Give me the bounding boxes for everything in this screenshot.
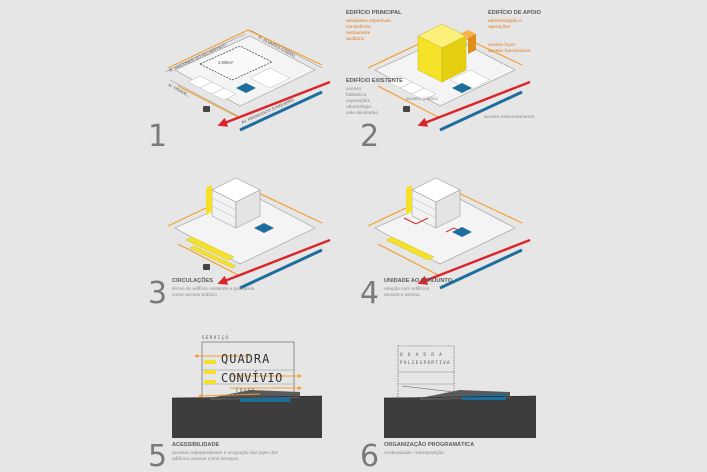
panel-caption: como acesso público bbox=[172, 292, 217, 298]
panel-caption: continuidade / sobreposição bbox=[384, 450, 444, 456]
foyer-label: acesso funcionários bbox=[488, 48, 531, 54]
panel-4: UNIDADE AO CONJUNTO relação com edifício… bbox=[360, 177, 531, 311]
panel-number: 2 bbox=[360, 119, 379, 154]
site-plan bbox=[367, 177, 531, 290]
bus-icon bbox=[203, 264, 210, 270]
bus-icon bbox=[403, 106, 410, 112]
existente-item: acesso bbox=[346, 87, 362, 92]
panel-title: CIRCULAÇÕES bbox=[172, 277, 213, 284]
panel-3: CIRCULAÇÕES térreo do edifício existente… bbox=[148, 177, 331, 311]
existente-item: sala atividades bbox=[346, 110, 378, 116]
panel-number: 1 bbox=[148, 119, 167, 154]
principal-title: EDIFÍCIO PRINCIPAL bbox=[346, 8, 402, 16]
bus-icon bbox=[203, 106, 210, 112]
acesso-publico-label: acesso público bbox=[406, 96, 438, 102]
panel-number: 4 bbox=[360, 276, 379, 311]
principal-item: restaurante bbox=[346, 30, 371, 36]
apoio-item: administração e bbox=[488, 18, 522, 24]
panel-title: UNIDADE AO CONJUNTO bbox=[384, 278, 453, 284]
panel-5: SERVIÇO QUADRA CONVÍVIO FOYER ACESSO PÚB… bbox=[148, 335, 323, 472]
site-plan bbox=[167, 177, 331, 290]
principal-item: atividades esportivas bbox=[346, 18, 391, 24]
apoio-item: operações bbox=[488, 24, 511, 30]
panel-number: 6 bbox=[360, 439, 379, 472]
panel-caption: acessos independentes e ocupação das laj… bbox=[172, 450, 278, 456]
acesso-estacionamento-label: acesso estacionamento bbox=[484, 114, 535, 120]
quadra-label: Q U A D R A bbox=[400, 352, 443, 357]
panel-title: ORGANIZAÇÃO PROGRAMÁTICA bbox=[384, 441, 474, 448]
section-drawing bbox=[383, 345, 537, 438]
principal-item: convivência bbox=[346, 24, 371, 30]
panel-caption: anexos e piscina bbox=[384, 292, 420, 298]
foyer-label: acesso foyer bbox=[488, 42, 516, 48]
site-plan bbox=[164, 29, 331, 132]
principal-item: auditório bbox=[346, 36, 365, 42]
panel-caption: térreo do edifício existente e passarela bbox=[172, 286, 255, 292]
existente-item: biblioteca bbox=[346, 92, 367, 98]
acesso-publico-label: ACESSO PÚBLICO bbox=[226, 394, 281, 399]
existente-item: odontologia bbox=[346, 104, 371, 110]
panel-number: 3 bbox=[148, 276, 167, 311]
panel-caption: relação com edifícios bbox=[384, 286, 430, 292]
servico-label: SERVIÇO bbox=[202, 335, 229, 340]
area-label: 3.906m² bbox=[218, 60, 234, 65]
panel-title: ACESSIBILIDADE bbox=[172, 442, 220, 448]
panel-2: EDIFÍCIO PRINCIPAL atividades esportivas… bbox=[346, 8, 542, 154]
panel-1: R. VISCONDE DO RIO BRANCO R. ÁLVARES CAB… bbox=[148, 29, 331, 154]
existente-title: EDIFÍCIO EXISTENTE bbox=[346, 76, 403, 84]
section-drawing bbox=[171, 341, 323, 438]
panel-number: 5 bbox=[148, 439, 167, 472]
quadra-label: QUADRA bbox=[221, 352, 270, 366]
site-plan bbox=[367, 23, 531, 132]
convivio-label: CONVÍVIO bbox=[221, 370, 283, 385]
existente-item: exposições bbox=[346, 98, 371, 104]
poliesportiva-label: POLIESPORTIVA bbox=[400, 360, 451, 365]
apoio-title: EDIFÍCIO DE APOIO bbox=[488, 8, 542, 16]
panel-caption: edifícios anexos como terraços bbox=[172, 456, 239, 462]
foyer-label: FOYER bbox=[236, 388, 256, 393]
panel-6: Q U A D R A POLIESPORTIVA ORGANIZAÇÃO PR… bbox=[360, 345, 537, 472]
